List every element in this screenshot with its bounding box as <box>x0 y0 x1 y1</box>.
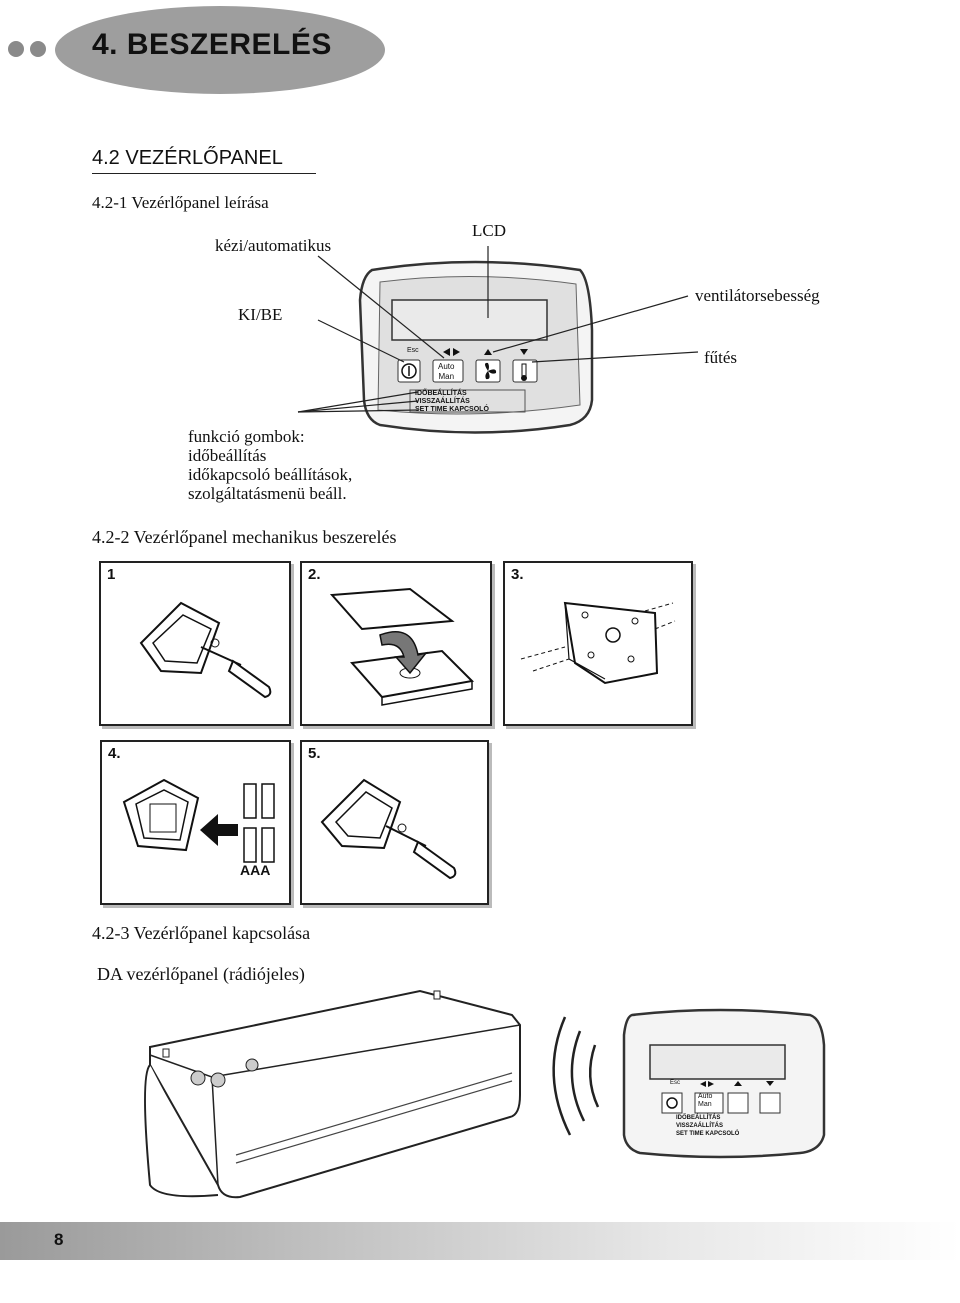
section-title: 4.2 VEZÉRLŐPANEL <box>92 147 283 169</box>
header-dot <box>30 41 46 57</box>
step-number: 1 <box>107 566 116 583</box>
function-title: funkció gombok: <box>188 427 305 446</box>
subsection-title-2: 4.2-2 Vezérlőpanel mechanikus beszerelés <box>92 527 397 548</box>
remote-function-text: IDŐBEÁLLÍTÁS VISSZAÁLLÍTÁS SET TIME KAPC… <box>676 1114 739 1138</box>
step-4-frame: 4. AAA <box>100 740 291 905</box>
header-banner <box>55 6 385 94</box>
page-number: 8 <box>54 1230 64 1249</box>
function-item: időkapcsoló beállítások, <box>188 465 353 484</box>
panel-esc-label: Esc <box>407 347 419 354</box>
function-buttons-label: funkció gombok: időbeállítás időkapcsoló… <box>188 427 352 503</box>
remote-esc-label: Esc <box>670 1080 681 1086</box>
step-5-frame: 5. <box>300 740 489 905</box>
auto-man-button <box>432 359 464 383</box>
heater-unit-illustration <box>144 989 826 1199</box>
section-rule <box>92 173 316 174</box>
footer-band <box>0 1222 960 1260</box>
page-title: 4. BESZERELÉS <box>92 28 332 61</box>
step-5-illustration <box>320 778 457 880</box>
remote-line: SET TIME KAPCSOLÓ <box>676 1131 740 1137</box>
step-number: 3. <box>511 566 524 583</box>
subsection-title-2-text: 4.2-2 Vezérlőpanel mechanikus beszerelés <box>92 527 397 547</box>
remote-line: IDŐBEÁLLÍTÁS <box>676 1115 721 1121</box>
subsection-title-1: 4.2-1 Vezérlőpanel leírása <box>92 193 269 212</box>
panel-man-label: Man <box>438 372 455 381</box>
label-fan-speed: ventilátorsebesség <box>695 286 820 305</box>
step-4-illustration <box>122 778 275 863</box>
panel-line: VISSZAÁLLÍTÁS <box>415 398 470 405</box>
remote-auto-label: Auto <box>698 1093 713 1100</box>
function-item: szolgáltatásmenü beáll. <box>188 484 347 503</box>
step-3-frame: 3. <box>503 561 693 726</box>
remote-man-label: Man <box>698 1101 712 1108</box>
label-heating: fűtés <box>704 348 738 367</box>
step-2-frame: 2. <box>300 561 492 726</box>
step-number: 5. <box>308 745 321 762</box>
subsection-subtitle-3: DA vezérlőpanel (rádiójeles) <box>97 964 305 984</box>
panel-auto-man: Auto Man <box>438 362 454 382</box>
lcd-screen <box>391 299 548 341</box>
label-on-off: KI/BE <box>238 305 283 324</box>
panel-function-text: IDŐBEÁLLÍTÁS VISSZAÁLLÍTÁS SET TIME KAPC… <box>415 390 489 414</box>
step-2-illustration <box>329 587 475 706</box>
step-1-illustration <box>139 601 272 699</box>
panel-line: SET TIME KAPCSOLÓ <box>415 406 489 413</box>
remote-lcd <box>649 1044 786 1080</box>
function-item: időbeállítás <box>188 446 267 465</box>
panel-line: IDŐBEÁLLÍTÁS <box>415 390 467 397</box>
label-lcd: LCD <box>472 221 506 240</box>
remote-auto-man: Auto Man <box>698 1093 712 1109</box>
step-number: 4. <box>108 745 121 762</box>
step-3-illustration <box>520 601 676 685</box>
step-number: 2. <box>308 566 321 583</box>
remote-line: VISSZAÁLLÍTÁS <box>676 1123 724 1129</box>
header-dot <box>8 41 24 57</box>
step-1-frame: 1 <box>99 561 291 726</box>
label-manual-auto: kézi/automatikus <box>215 236 332 255</box>
control-panel-diagram <box>297 246 699 434</box>
panel-auto-label: Auto <box>438 362 455 371</box>
battery-label: AAA <box>240 862 271 878</box>
subsection-title-3: 4.2-3 Vezérlőpanel kapcsolása <box>92 923 311 943</box>
